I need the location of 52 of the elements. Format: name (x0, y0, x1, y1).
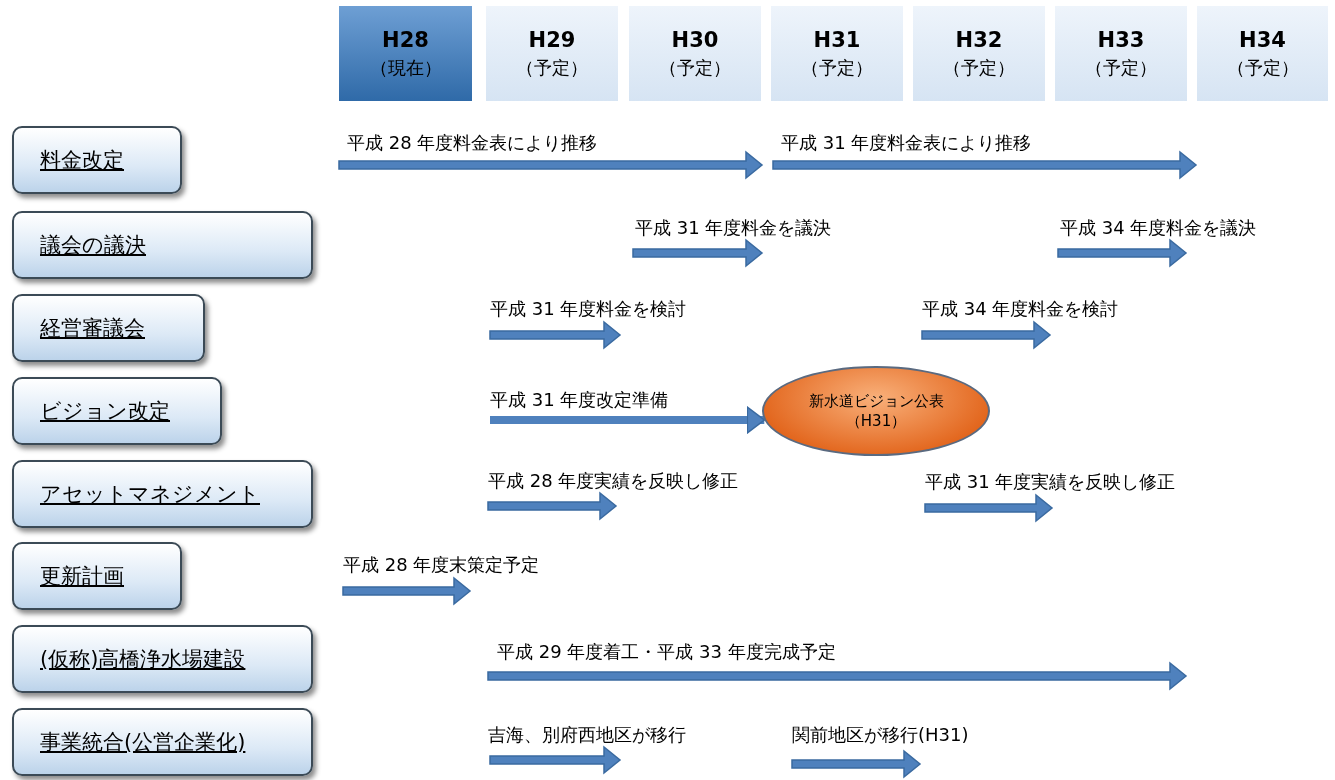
category-button (12, 377, 222, 445)
category-label: 経営審議会 (40, 315, 145, 342)
year-text: H28 (382, 26, 429, 54)
year-header (339, 6, 472, 101)
schedule-note: 平成 31 年度料金を議決 (635, 216, 832, 240)
category-button (12, 460, 313, 528)
category-label: (仮称)高橋浄水場建設 (40, 646, 246, 673)
year-header (486, 6, 618, 101)
schedule-note: 関前地区が移行(H31) (792, 723, 969, 747)
category-button (12, 294, 205, 362)
schedule-note: 平成 28 年度末策定予定 (343, 553, 540, 577)
year-text: H32 (955, 26, 1003, 54)
schedule-note: 吉海、別府西地区が移行 (488, 723, 686, 747)
year-text: （予定） (659, 55, 731, 80)
year-text: H31 (813, 26, 861, 54)
category-button (12, 708, 313, 776)
schedule-note: 平成 28 年度料金表により推移 (347, 131, 598, 155)
year-header (1055, 6, 1187, 101)
year-text: （予定） (943, 55, 1015, 80)
year-header (629, 6, 761, 101)
year-text: H33 (1097, 26, 1145, 54)
year-text: H30 (671, 26, 719, 54)
year-text: （予定） (516, 55, 588, 80)
schedule-note: 平成 31 年度料金表により推移 (781, 131, 1032, 155)
category-button (12, 542, 182, 610)
schedule-note: 平成 31 年度実績を反映し修正 (925, 470, 1176, 494)
category-button (12, 625, 313, 693)
schedule-note: 平成 29 年度着工・平成 33 年度完成予定 (497, 640, 836, 664)
year-text: （予定） (1085, 55, 1157, 80)
category-button (12, 211, 313, 279)
category-label: ビジョン改定 (40, 398, 170, 425)
category-label: 議会の議決 (40, 232, 146, 259)
category-label: 更新計画 (40, 563, 124, 590)
year-text: H29 (528, 26, 576, 54)
schedule-note: 平成 28 年度実績を反映し修正 (488, 469, 739, 493)
milestone-text: （H31） (845, 411, 907, 431)
year-header (913, 6, 1045, 101)
year-header (771, 6, 903, 101)
year-text: （予定） (1226, 55, 1299, 80)
year-text: （予定） (801, 55, 873, 80)
schedule-note: 平成 34 年度料金を議決 (1060, 216, 1257, 240)
schedule-note: 平成 31 年度料金を検討 (490, 297, 687, 321)
category-button (12, 126, 182, 194)
milestone-text: 新水道ビジョン公表 (808, 391, 944, 411)
edge-label: 平成 31 年度改定準備 (490, 388, 669, 412)
category-label: 事業統合(公営企業化) (40, 729, 246, 756)
category-label: 料金改定 (40, 147, 124, 174)
category-label: アセットマネジメント (40, 481, 260, 508)
year-header (1197, 6, 1328, 101)
year-text: （現在） (369, 55, 442, 80)
year-text: H34 (1239, 26, 1286, 54)
schedule-note: 平成 34 年度料金を検討 (922, 297, 1119, 321)
